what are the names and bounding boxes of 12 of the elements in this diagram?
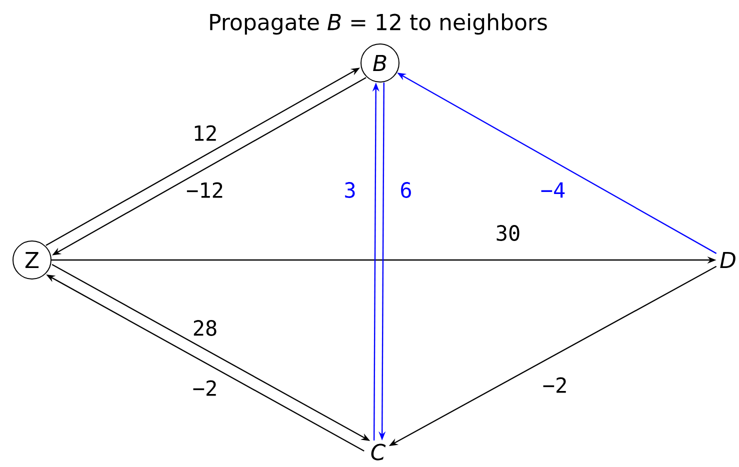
edge-label: 28 [191,319,219,337]
edge-label: 3 [342,181,358,199]
edge-label: −4 [539,181,567,199]
edge-label: −12 [185,181,225,199]
edge-label: −2 [541,376,569,394]
node-label: D [720,252,736,268]
title: Propagate B = 12 to neighbors [210,13,547,35]
node-label: C [371,444,386,460]
edge-label: 6 [398,181,414,199]
edge-label: 30 [494,224,522,242]
edge-label: 12 [191,124,219,142]
edge-label: −2 [191,379,219,397]
